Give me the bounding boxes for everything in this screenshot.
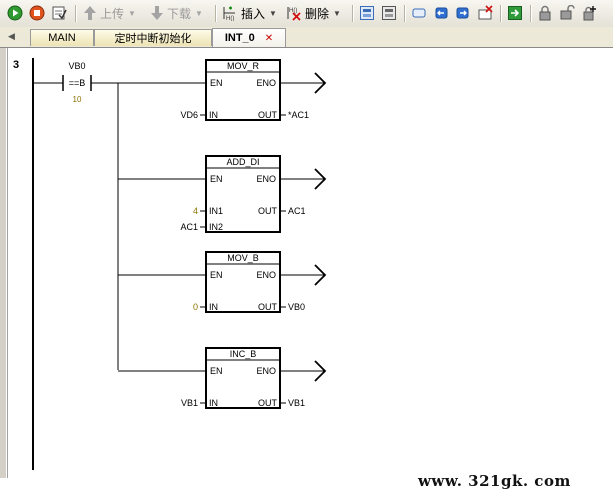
contact-icon[interactable] xyxy=(410,4,428,22)
block-name: MOV_R xyxy=(227,61,260,71)
download-green-icon[interactable] xyxy=(506,4,524,22)
output-operand[interactable]: VB1 xyxy=(288,398,305,408)
coil-arrow-icon xyxy=(314,264,327,286)
eno-pin-label: ENO xyxy=(256,366,276,376)
compile-icon[interactable] xyxy=(50,4,68,22)
output-operand[interactable]: VB0 xyxy=(288,302,305,312)
coil-arrow-icon xyxy=(314,360,327,382)
en-pin-label: EN xyxy=(210,174,223,184)
download-label: 下载 xyxy=(167,6,192,21)
toolbar: 上传 ▼ 下载 ▼ H() 插入 ▼ H() 删除 ▼ xyxy=(0,0,613,28)
network-insert-icon[interactable] xyxy=(358,4,376,22)
input-pin-label: IN xyxy=(209,110,218,120)
block-name: MOV_B xyxy=(227,253,259,263)
stop-icon[interactable] xyxy=(28,4,46,22)
function-block-inc-b[interactable]: INC_B EN ENO IN VB1 OUT VB1 xyxy=(118,347,327,409)
chevron-down-icon: ▼ xyxy=(333,8,341,18)
block-name: INC_B xyxy=(230,349,257,359)
output-operand[interactable]: AC1 xyxy=(288,206,306,216)
compare-contact[interactable]: VB0 ==B 10 xyxy=(33,61,118,104)
en-pin-label: EN xyxy=(210,270,223,280)
input-pin-label: IN2 xyxy=(209,222,223,232)
contact-compare-value: 10 xyxy=(73,95,82,104)
tab-scroll-left-icon[interactable]: ◀ xyxy=(8,31,15,41)
chevron-down-icon: ▼ xyxy=(128,8,136,18)
tab-timer-interrupt-init[interactable]: 定时中断初始化 xyxy=(94,29,212,46)
insert-label: 插入 xyxy=(241,6,266,21)
function-block-mov-r[interactable]: MOV_R EN ENO IN VD6 OUT *AC1 xyxy=(118,59,327,121)
input-pin-label: IN xyxy=(209,398,218,408)
contact-compare-op: ==B xyxy=(69,78,86,88)
tab-timer-interrupt-init-label: 定时中断初始化 xyxy=(114,33,192,45)
function-block-mov-b[interactable]: MOV_B EN ENO IN 0 OUT VB0 xyxy=(118,251,327,313)
lock-add-icon[interactable] xyxy=(580,4,598,22)
output-pin-label: OUT xyxy=(258,302,278,312)
tab-main-label: MAIN xyxy=(48,32,76,44)
chevron-down-icon: ▼ xyxy=(195,8,203,18)
input-operand[interactable]: 4 xyxy=(193,206,198,216)
unlock-icon[interactable] xyxy=(558,4,576,22)
input-operand[interactable]: VB1 xyxy=(181,398,198,408)
tab-main[interactable]: MAIN xyxy=(30,29,94,46)
en-pin-label: EN xyxy=(210,366,223,376)
eno-pin-label: ENO xyxy=(256,270,276,280)
block-box xyxy=(205,59,281,121)
editor-tab-strip: ◀ MAIN 定时中断初始化 INT_0 ✕ xyxy=(0,27,613,48)
output-pin-label: OUT xyxy=(258,206,278,216)
output-pin-label: OUT xyxy=(258,110,278,120)
delete-icon: H() xyxy=(287,7,301,21)
svg-text:H(): H() xyxy=(289,8,297,14)
branch-right-icon[interactable] xyxy=(454,4,472,22)
block-box xyxy=(205,251,281,313)
tab-int-0[interactable]: INT_0 ✕ xyxy=(212,28,286,47)
tab-int-0-label: INT_0 xyxy=(224,32,255,44)
download-arrow-icon xyxy=(151,6,163,20)
output-pin-label: OUT xyxy=(258,398,278,408)
run-icon[interactable] xyxy=(6,4,24,22)
output-operand[interactable]: *AC1 xyxy=(288,110,309,120)
watermark-text: www. 321gk. com xyxy=(418,472,571,490)
eno-pin-label: ENO xyxy=(256,78,276,88)
box-delete-icon[interactable] xyxy=(476,4,494,22)
download-button[interactable]: 下载 ▼ xyxy=(150,4,203,22)
input-operand[interactable]: 0 xyxy=(193,302,198,312)
editor-margin xyxy=(0,48,6,478)
block-name: ADD_DI xyxy=(226,157,259,167)
close-icon[interactable]: ✕ xyxy=(264,32,274,44)
chevron-down-icon: ▼ xyxy=(269,8,277,18)
network-number: 3 xyxy=(13,59,20,71)
input-operand[interactable]: VD6 xyxy=(180,110,198,120)
input-pin-label: IN1 xyxy=(209,206,223,216)
block-box xyxy=(205,347,281,409)
lock-icon[interactable] xyxy=(536,4,554,22)
en-pin-label: EN xyxy=(210,78,223,88)
delete-label: 删除 xyxy=(305,6,330,21)
delete-button[interactable]: H() 删除 ▼ xyxy=(286,4,341,22)
upload-label: 上传 xyxy=(100,6,125,21)
network-delete-icon[interactable] xyxy=(380,4,398,22)
input-operand[interactable]: AC1 xyxy=(180,222,198,232)
coil-arrow-icon xyxy=(314,168,327,190)
upload-button[interactable]: 上传 ▼ xyxy=(83,4,136,22)
eno-pin-label: ENO xyxy=(256,174,276,184)
upload-arrow-icon xyxy=(84,6,96,20)
coil-arrow-icon xyxy=(314,72,327,94)
input-pin-label: IN xyxy=(209,302,218,312)
svg-text:H(): H() xyxy=(226,16,234,21)
branch-left-icon[interactable] xyxy=(432,4,450,22)
insert-button[interactable]: H() 插入 ▼ xyxy=(222,4,277,22)
editor-margin-divider xyxy=(7,48,8,478)
block-box xyxy=(205,155,281,233)
contact-operand: VB0 xyxy=(68,61,85,71)
insert-icon: H() xyxy=(223,6,235,21)
